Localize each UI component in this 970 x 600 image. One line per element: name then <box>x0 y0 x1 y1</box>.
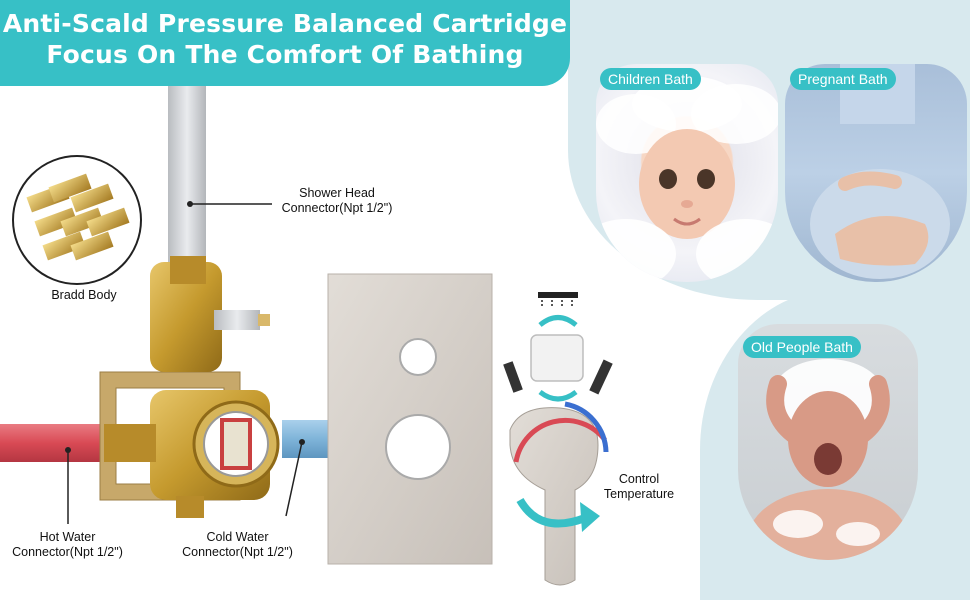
control-temperature-label: Control Temperature <box>603 472 675 501</box>
rotate-arrow <box>516 497 587 528</box>
shower-head-callout-dot <box>187 201 193 207</box>
shower-pipe <box>168 86 206 276</box>
shower-head-label: Shower Head Connector(Npt 1/2") <box>281 186 393 215</box>
brass-bottom-nut <box>176 496 204 518</box>
banner-title-line2: Focus On The Comfort Of Bathing <box>46 40 524 69</box>
brass-body-upper <box>150 262 222 372</box>
shower-head-icon <box>538 292 578 308</box>
cold-water-label: Cold Water Connector(Npt 1/2") <box>182 530 293 559</box>
cold-water-callout-line <box>285 441 303 517</box>
temperature-handle <box>509 407 599 586</box>
temperature-arc <box>513 417 607 463</box>
hand-shower-icon-right <box>589 359 613 395</box>
old-people-bath-label: Old People Bath <box>743 336 861 358</box>
hot-water-callout-dot <box>65 447 71 453</box>
diverter-arrow-top <box>538 315 578 327</box>
hand-shower-icon-left <box>503 361 523 393</box>
bradd-body-label: Bradd Body <box>51 288 117 302</box>
pregnant-bath-label: Pregnant Bath <box>790 68 896 90</box>
hot-water-label: Hot Water Connector(Npt 1/2") <box>12 530 123 559</box>
rotate-arrow-head <box>580 502 600 532</box>
cold-water-callout-dot <box>299 439 305 445</box>
old-man-illustration <box>748 359 908 560</box>
valve-product-drawing <box>0 86 613 586</box>
diverter-knob <box>530 334 584 382</box>
diverter-stem <box>214 310 260 330</box>
temperature-arc-cold <box>564 401 609 453</box>
title-banner: Anti-Scald Pressure Balanced Cartridge F… <box>0 0 570 86</box>
cartridge-core <box>220 418 252 470</box>
children-bath-label: Children Bath <box>600 68 701 90</box>
pregnant-woman-illustration <box>810 64 950 279</box>
diverter-hole <box>399 338 437 376</box>
brass-bricks-image <box>12 155 142 285</box>
old-people-bath-photo <box>738 324 918 560</box>
diverter-stem-tip <box>258 314 270 326</box>
brass-left-inlet <box>104 424 156 462</box>
handle-hole <box>385 414 451 480</box>
banner-title-line1: Anti-Scald Pressure Balanced Cartridge <box>2 9 568 38</box>
cold-water-pipe <box>282 420 330 458</box>
pregnant-bath-photo <box>785 64 967 282</box>
diverter-arrow-bottom <box>538 389 578 402</box>
brass-top-nut <box>170 256 206 284</box>
hot-water-pipe <box>0 424 110 462</box>
